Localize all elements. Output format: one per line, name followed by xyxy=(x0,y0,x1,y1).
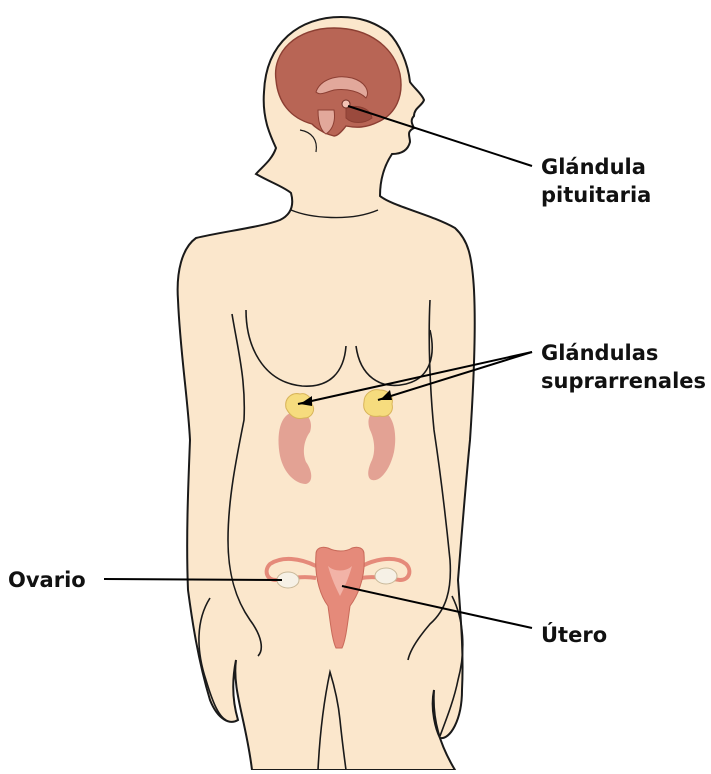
label-pituitary-line-2: pituitaria xyxy=(541,181,651,209)
label-ovary: Ovario xyxy=(8,566,86,594)
ovary-leader-line xyxy=(104,579,282,580)
right-ovary xyxy=(375,568,397,584)
label-adrenal-line-2: suprarrenales xyxy=(541,367,706,395)
label-uterus: Útero xyxy=(541,621,607,649)
label-pituitary-gland: Glándula pituitaria xyxy=(541,153,651,209)
label-pituitary-line-1: Glándula xyxy=(541,153,651,181)
label-adrenal-line-1: Glándulas xyxy=(541,339,706,367)
label-adrenal-glands: Glándulas suprarrenales xyxy=(541,339,706,395)
